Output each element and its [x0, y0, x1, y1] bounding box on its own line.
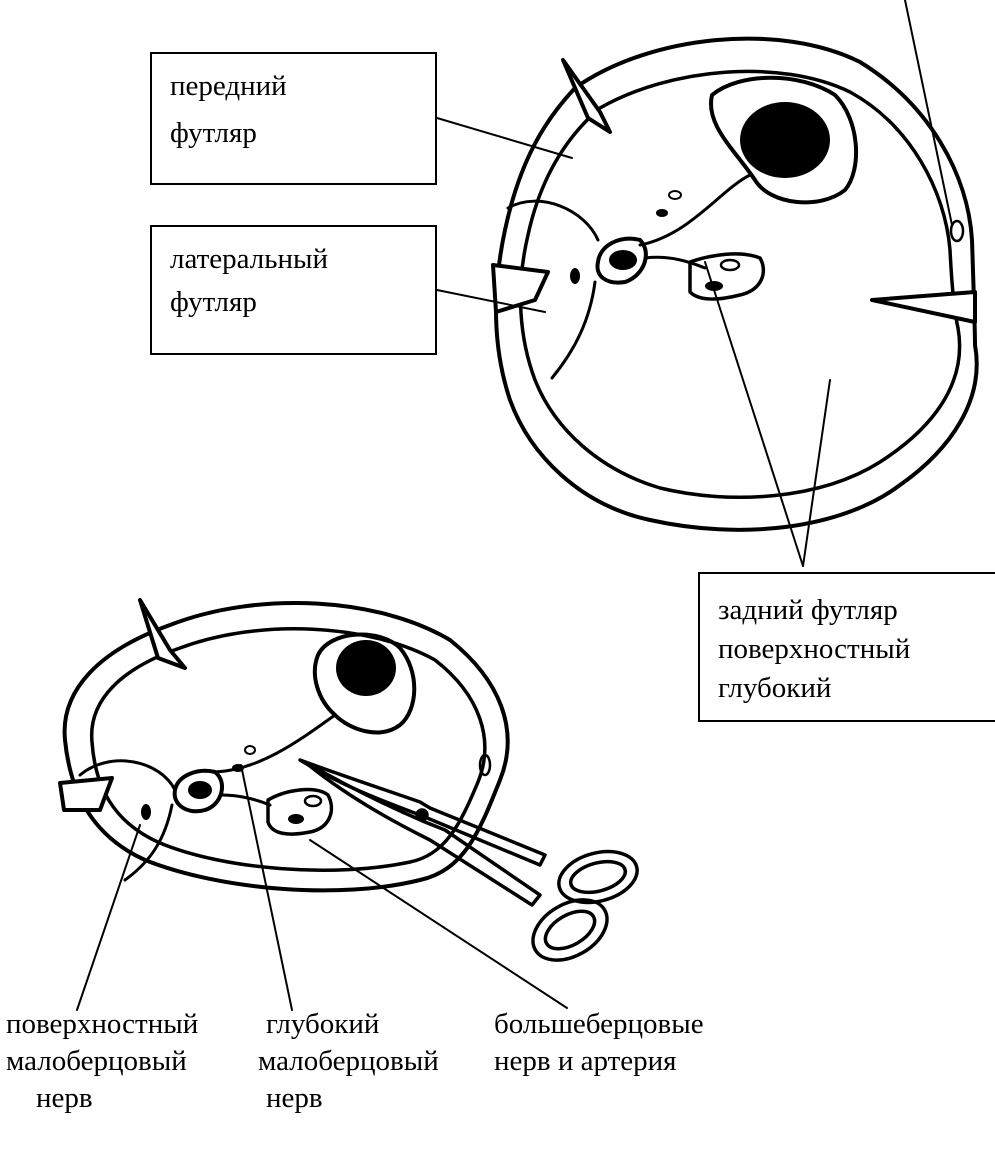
bottom-tibia-marrow	[336, 640, 396, 696]
scissors-blade-lower	[305, 762, 540, 905]
top-lateral-nerve	[570, 268, 580, 284]
anterior-label-line-1: передний	[170, 68, 287, 105]
top-notch-lateral	[493, 265, 548, 312]
top-outer-contour	[496, 39, 977, 530]
tibial-line-1: большеберцовые	[494, 1006, 754, 1043]
bottom-vessel-2	[288, 814, 304, 824]
posterior-label-line-3: глубокий	[718, 670, 831, 707]
top-cross-section	[437, 0, 977, 566]
bottom-septum-2	[222, 795, 270, 805]
tibial-line-2: нерв и артерия	[494, 1043, 754, 1080]
leader-posterior-deep	[705, 262, 803, 566]
deep-peroneal-line-3: нерв	[258, 1080, 478, 1117]
top-vessel-1	[721, 260, 739, 270]
posterior-compartment-label: задний футляр поверхностный глубокий	[698, 572, 995, 722]
lateral-label-line-1: латеральный	[170, 241, 328, 278]
deep-peroneal-nerve-caption: глубокий малоберцовый нерв	[258, 1006, 478, 1117]
bottom-fibula-marrow	[188, 781, 212, 799]
top-notch-posterior	[872, 292, 975, 322]
bottom-superficial-peroneal-nerve	[141, 804, 151, 820]
superficial-peroneal-line-3: нерв	[6, 1080, 234, 1117]
scissors-handle-upper-inner	[567, 856, 628, 898]
lateral-compartment-label: латеральный футляр	[150, 225, 437, 355]
superficial-peroneal-nerve-caption: поверхностный малоберцовый нерв	[6, 1006, 234, 1117]
leader-superficial-peroneal	[77, 825, 140, 1010]
superficial-peroneal-line-1: поверхностный	[6, 1006, 234, 1043]
top-septum-1	[640, 175, 750, 245]
top-inner-contour	[521, 71, 960, 497]
bottom-cross-section	[60, 600, 567, 1010]
anterior-label-line-2: футляр	[170, 115, 257, 152]
bottom-vessel-1	[305, 796, 321, 806]
top-fibula-marrow	[609, 250, 637, 270]
lateral-label-line-2: футляр	[170, 284, 257, 321]
leader-posterior-superficial	[803, 380, 830, 566]
bottom-small-vessel	[245, 746, 255, 754]
bottom-deep-compartment	[268, 790, 331, 835]
scissors-handle-upper	[553, 843, 643, 910]
scissors-pivot	[417, 810, 427, 820]
deep-peroneal-line-2: малоберцовый	[258, 1043, 478, 1080]
anterior-compartment-label: передний футляр	[150, 52, 437, 185]
deep-peroneal-line-1: глубокий	[258, 1006, 478, 1043]
top-tibia-marrow	[740, 102, 830, 178]
bottom-notch-lateral	[60, 778, 112, 810]
top-deep-peroneal-vessel	[669, 191, 681, 199]
posterior-label-line-2: поверхностный	[718, 631, 910, 668]
superficial-peroneal-line-2: малоберцовый	[6, 1043, 234, 1080]
top-deep-peroneal-nerve	[656, 209, 668, 217]
tibial-nerve-artery-caption: большеберцовые нерв и артерия	[494, 1006, 754, 1080]
leader-saphenous	[905, 0, 952, 225]
posterior-label-line-1: задний футляр	[718, 592, 898, 629]
leader-tibial	[310, 840, 567, 1008]
bottom-septum-1	[215, 715, 335, 772]
leader-anterior	[437, 118, 572, 158]
